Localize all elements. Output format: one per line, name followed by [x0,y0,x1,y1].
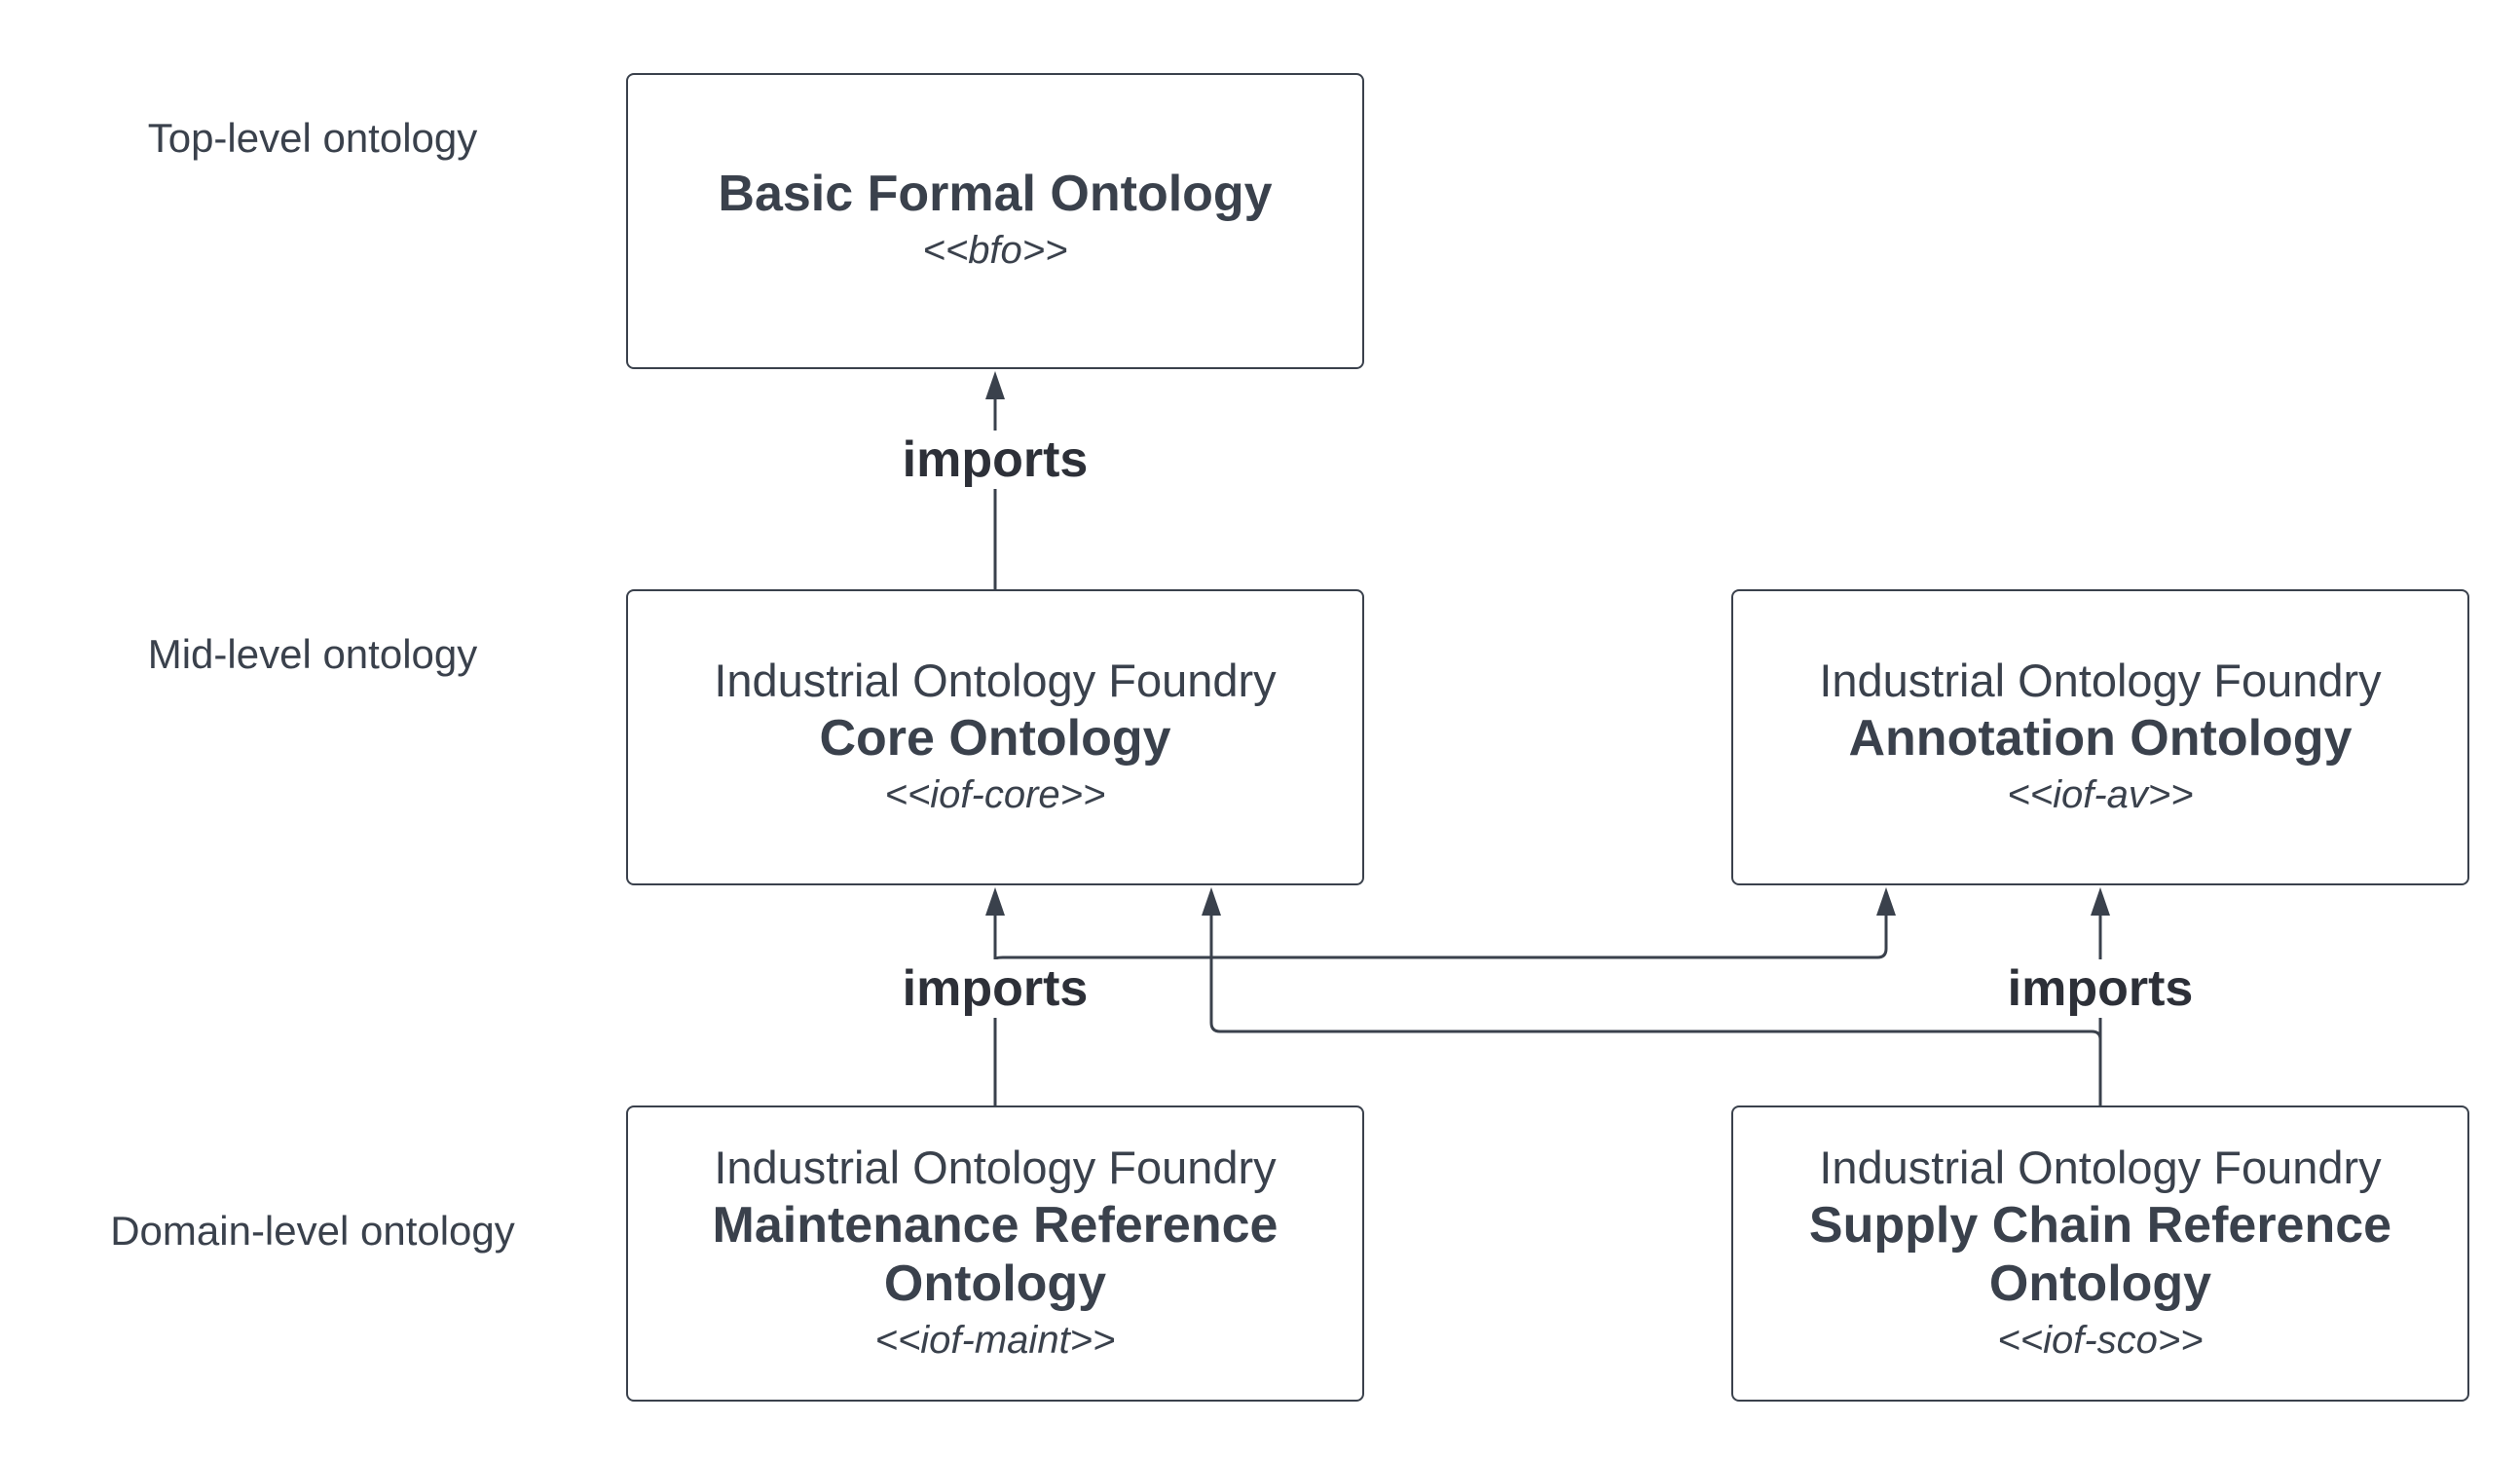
arrowhead-bfo [985,371,1005,399]
box-bfo-name: Basic Formal Ontology [718,166,1273,222]
edge-label-core-to-bfo: imports [892,431,1098,489]
edge-maint-to-annotation [993,914,1888,974]
box-maint[interactable]: Industrial Ontology Foundry Maintenance … [626,1105,1364,1402]
box-maint-prefix: Industrial Ontology Foundry [714,1142,1277,1193]
arrowhead-annotation-left [1876,887,1896,916]
box-sco[interactable]: Industrial Ontology Foundry Supply Chain… [1731,1105,2469,1402]
box-annotation-stereotype: <<iof-av>> [2007,773,2194,816]
box-bfo[interactable]: Basic Formal Ontology <<bfo>> [626,73,1364,369]
box-maint-name: Maintenance Reference Ontology [712,1197,1279,1312]
box-sco-stereotype: <<iof-sco>> [1997,1319,2204,1362]
level-label-domain: Domain-level ontology [110,1208,515,1254]
edge-label-sco-to-annotation: imports [1997,959,2204,1018]
box-maint-stereotype: <<iof-maint>> [874,1319,1116,1362]
box-bfo-stereotype: <<bfo>> [922,229,1068,272]
box-core-name: Core Ontology [819,710,1171,767]
box-sco-name: Supply Chain Reference Ontology [1808,1197,2392,1312]
box-sco-prefix: Industrial Ontology Foundry [1819,1142,2382,1193]
level-label-top: Top-level ontology [147,115,478,161]
box-annotation-name: Annotation Ontology [1848,710,2353,767]
box-annotation[interactable]: Industrial Ontology Foundry Annotation O… [1731,589,2469,885]
box-annotation-prefix: Industrial Ontology Foundry [1819,655,2382,706]
arrowhead-core-left [985,887,1005,916]
level-label-mid: Mid-level ontology [147,631,478,677]
arrowhead-annotation-right [2091,887,2110,916]
box-core[interactable]: Industrial Ontology Foundry Core Ontolog… [626,589,1364,885]
edge-label-maint-to-core: imports [892,959,1098,1018]
arrowhead-core-right [1202,887,1221,916]
box-core-stereotype: <<iof-core>> [884,773,1106,816]
box-core-prefix: Industrial Ontology Foundry [714,655,1277,706]
edge-sco-to-core [1209,914,2102,1052]
